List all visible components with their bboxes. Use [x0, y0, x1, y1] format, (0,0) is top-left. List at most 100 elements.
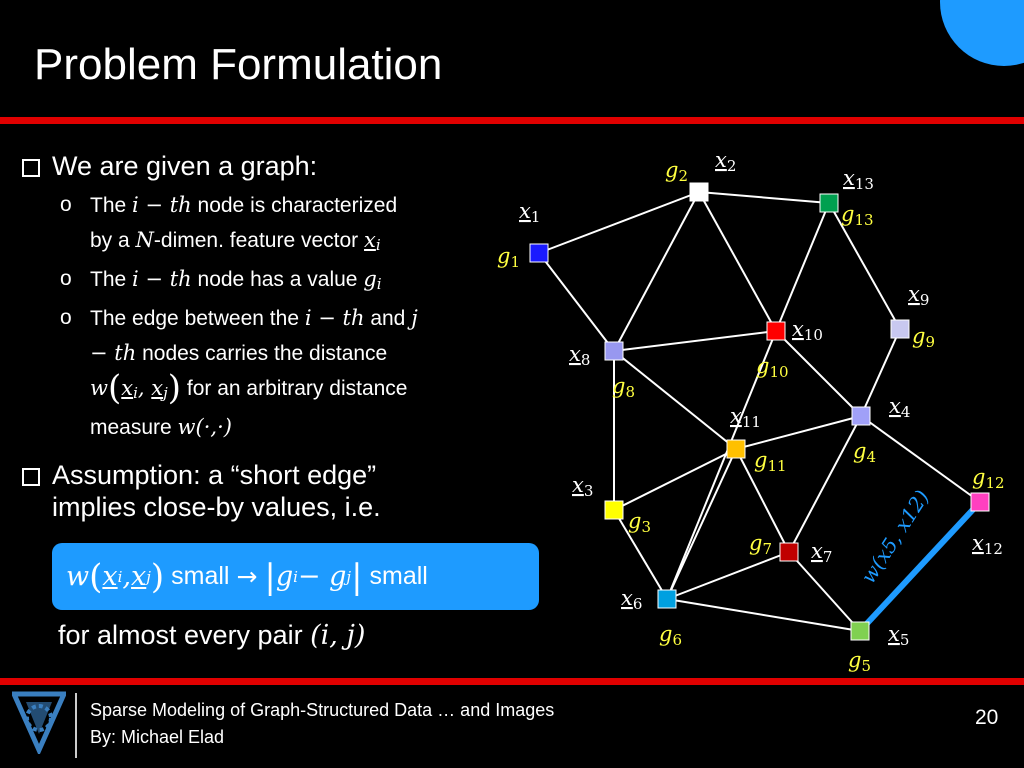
sub-bullet-text: The edge between the i − th and j− th no…	[90, 306, 418, 439]
graph-node-7	[779, 542, 799, 562]
node-value-label-7: g7	[749, 531, 772, 558]
graph-edge-13-9	[828, 202, 901, 330]
graph-node-4	[851, 406, 871, 426]
node-feature-label-11: x11	[730, 404, 761, 431]
text: by a	[90, 229, 130, 252]
technion-logo-icon	[12, 691, 66, 754]
text: node has a value	[197, 268, 358, 291]
graph-node-11	[726, 439, 746, 459]
pair-text: for almost every pair (i, j)	[58, 620, 366, 651]
graph-edge-10-4	[775, 330, 862, 417]
highlighted-edge-5-12	[857, 499, 983, 634]
graph-node-6	[657, 589, 677, 609]
text: implies close-by values, i.e.	[52, 492, 381, 522]
text: and	[370, 307, 406, 330]
circle-bullet-icon: o	[60, 193, 72, 216]
footer-title: Sparse Modeling of Graph-Structured Data…	[90, 700, 555, 720]
slide-title: Problem Formulation	[34, 40, 443, 89]
graph-node-8	[604, 341, 624, 361]
node-value-label-12: g12	[972, 465, 1005, 492]
graph-node-12	[970, 492, 990, 512]
text: small	[369, 562, 428, 590]
highlighted-edge-label: w(x5, x12)	[856, 486, 934, 588]
bullet-list: We are given a graph: o The i − th node …	[22, 150, 542, 529]
graph-edge-6-5	[666, 598, 861, 632]
bullet-text: We are given a graph:	[52, 151, 318, 181]
text: The	[90, 268, 127, 291]
node-value-label-8: g8	[612, 374, 635, 401]
page-number: 20	[975, 706, 999, 729]
text: measure	[90, 416, 172, 439]
top-red-bar	[0, 117, 1024, 124]
node-feature-label-5: x5	[888, 622, 909, 649]
node-feature-label-8: x8	[569, 342, 590, 369]
graph-node-9	[890, 319, 910, 339]
graph-node-2	[689, 182, 709, 202]
graph-edge-11-4	[735, 415, 862, 450]
text: -dimen. feature vector	[153, 229, 359, 252]
node-feature-label-1: x1	[519, 199, 540, 226]
node-value-label-11: g11	[754, 448, 787, 475]
graph-edge-4-12	[860, 415, 981, 503]
graph-node-10	[766, 321, 786, 341]
node-value-label-1: g1	[497, 244, 520, 271]
text: The edge between the	[90, 307, 299, 330]
graph-edge-2-13	[698, 191, 830, 204]
graph-node-5	[850, 621, 870, 641]
bullet-given-graph: We are given a graph:	[22, 150, 542, 182]
node-value-label-3: g3	[628, 509, 651, 536]
graph-edge-1-2	[538, 191, 700, 254]
bottom-red-bar	[0, 678, 1024, 685]
node-value-label-10: g10	[756, 354, 789, 381]
graph-edge-11-7	[735, 448, 790, 553]
graph-edge-10-6	[666, 330, 777, 600]
node-feature-label-10: x10	[792, 317, 823, 344]
graph-edge-9-4	[860, 328, 901, 417]
footer-divider	[75, 693, 77, 758]
sub-bullet-value: o The i − th node has a value gi	[60, 262, 510, 301]
node-feature-label-4: x4	[889, 394, 910, 421]
graph-edge-10-8	[613, 330, 777, 352]
node-value-label-13: g13	[841, 202, 874, 229]
graph-edge-6-7	[666, 551, 790, 600]
node-value-label-6: g6	[659, 622, 682, 649]
node-value-label-5: g5	[848, 648, 871, 675]
graph-edge-2-8	[613, 191, 700, 352]
graph-edge-3-11	[613, 448, 737, 511]
graph-edge-6-11	[666, 448, 737, 600]
node-feature-label-3: x3	[572, 473, 593, 500]
checkbox-bullet-icon	[22, 159, 40, 177]
node-feature-label-6: x6	[621, 586, 642, 613]
graph-node-3	[604, 500, 624, 520]
node-feature-label-2: x2	[715, 148, 736, 175]
graph-edge-1-8	[538, 252, 615, 352]
graph-edge-7-5	[788, 551, 861, 632]
graph-node-13	[819, 193, 839, 213]
text: nodes carries the distance	[142, 342, 388, 365]
graph-node-1	[529, 243, 549, 263]
graph-edge-3-6	[613, 509, 668, 600]
sub-bullet-edge: o The edge between the i − th and j− th …	[60, 301, 510, 445]
bullet-text: Assumption: a “short edge”implies close-…	[52, 459, 381, 523]
node-value-label-4: g4	[853, 439, 876, 466]
circle-bullet-icon: o	[60, 267, 72, 290]
graph-edge-4-7	[788, 415, 862, 553]
checkbox-bullet-icon	[22, 468, 40, 486]
text: small	[171, 562, 230, 590]
sub-bullet-text: The i − th node has a value gi	[90, 267, 382, 293]
circle-bullet-icon: o	[60, 306, 72, 329]
footer-author: By: Michael Elad	[90, 727, 225, 747]
graph-edge-8-11	[613, 350, 737, 450]
node-value-label-2: g2	[665, 158, 688, 185]
text: node is characterized	[197, 194, 398, 217]
graph-edge-2-10	[698, 191, 777, 332]
node-feature-label-13: x13	[843, 166, 874, 193]
text: for an arbitrary distance	[186, 377, 408, 400]
node-value-label-9: g9	[912, 324, 935, 351]
graph-edge-13-10	[775, 202, 830, 332]
node-feature-label-12: x12	[972, 531, 1003, 558]
